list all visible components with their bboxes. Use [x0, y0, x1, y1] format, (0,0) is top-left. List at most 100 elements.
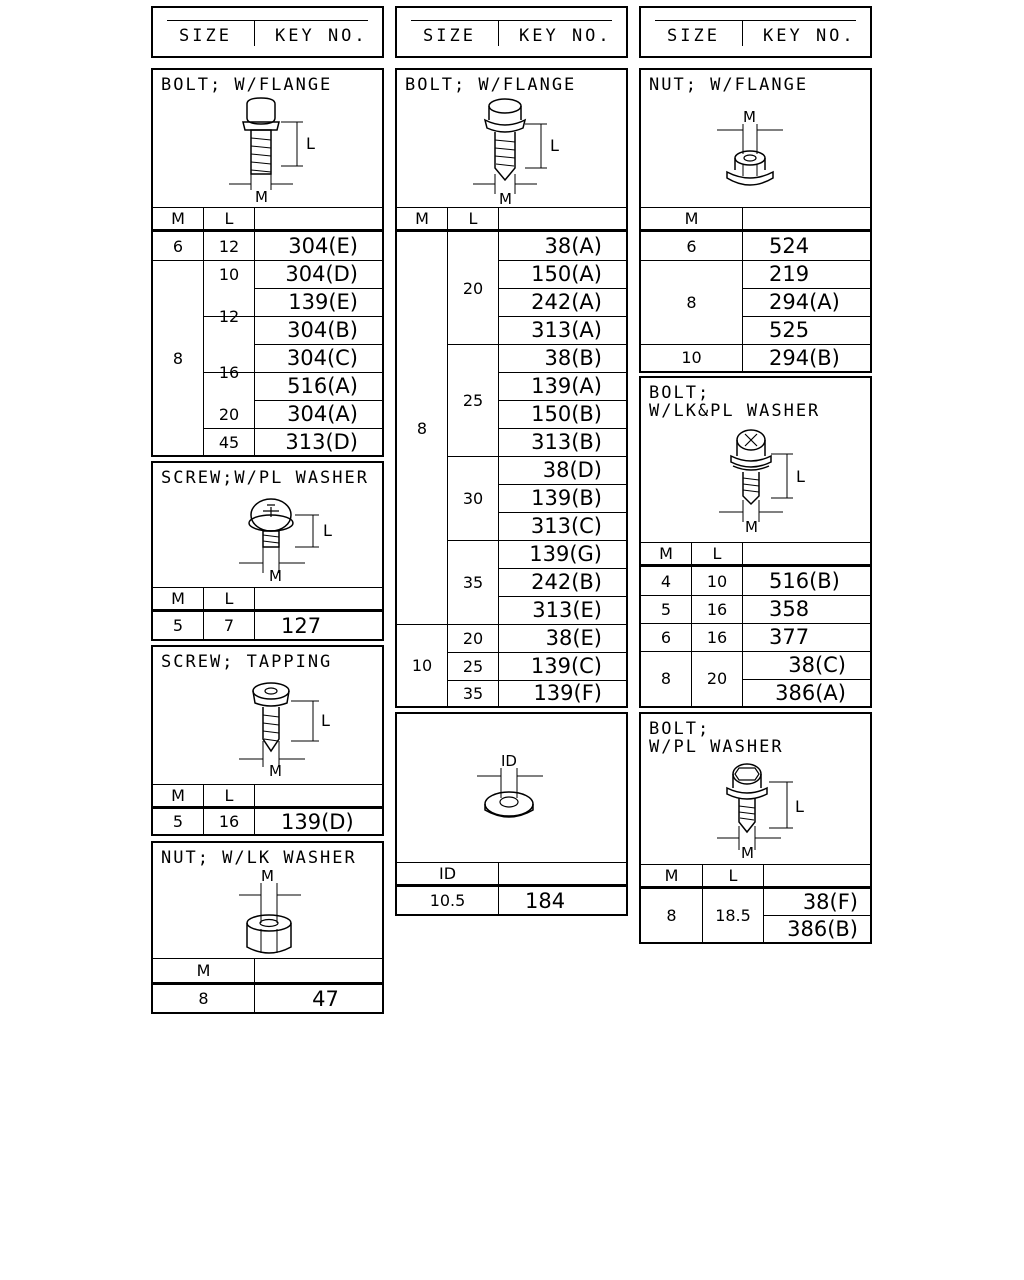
l-cell: 20 — [218, 404, 240, 424]
col-header-l: L — [728, 865, 738, 885]
l-cell: 16 — [218, 812, 240, 831]
m-cell: 5 — [172, 812, 184, 831]
key-cell: 313(E) — [532, 598, 602, 622]
key-cell: 304(B) — [287, 318, 358, 342]
dim-m-label: M — [255, 188, 268, 206]
m-cell: 6 — [172, 236, 184, 256]
panel-title-line2: W/LK&PL WASHER — [649, 401, 821, 421]
col-header-l: L — [712, 543, 722, 563]
dim-l-label: L — [323, 521, 332, 540]
key-cell: 242(A) — [531, 290, 602, 314]
key-cell: 516(A) — [287, 374, 358, 398]
dim-m-label: M — [269, 567, 282, 585]
m-cell: 10 — [411, 655, 433, 675]
col-header-m: M — [196, 960, 211, 980]
l-cell: 35 — [462, 683, 484, 703]
l-cell: 25 — [462, 656, 484, 676]
bolt-flange-panel-b: BOLT; W/FLANGE L M M L 8 20 25 30 35 10 … — [395, 68, 628, 708]
key-cell: 313(D) — [285, 430, 358, 454]
screw-washer-icon: L M — [239, 498, 332, 585]
key-cell: 358 — [769, 597, 810, 621]
col-header-m: M — [684, 208, 699, 228]
dim-l-label: L — [321, 711, 330, 730]
col-header-l: L — [468, 208, 478, 228]
key-cell: 313(A) — [531, 318, 602, 342]
bolt-flange-panel-a: BOLT; W/FLANGE L M M L 6 12 304(E) 8 10 … — [151, 68, 384, 457]
col-header-l: L — [224, 588, 234, 608]
dim-m-label: M — [743, 108, 756, 126]
dim-m-label: M — [745, 518, 758, 536]
flat-washer-icon: ID — [477, 752, 543, 818]
key-cell: 139(F) — [533, 681, 602, 705]
key-cell: 150(A) — [531, 262, 602, 286]
m-cell: 8 — [686, 292, 697, 312]
key-cell: 139(A) — [531, 374, 602, 398]
key-cell: 38(B) — [544, 346, 602, 370]
m-cell: 8 — [666, 906, 677, 925]
dim-m-label: M — [499, 190, 512, 208]
screw-pl-washer-panel: SCREW;W/PL WASHER L M M L 5 7 127 — [151, 461, 384, 641]
l-cell: 30 — [462, 488, 484, 508]
nut-flange-icon: M — [717, 108, 783, 186]
id-cell: 10.5 — [429, 891, 466, 910]
m-cell: 8 — [416, 418, 428, 438]
key-cell: 139(D) — [281, 809, 354, 834]
dim-l-label: L — [306, 134, 315, 153]
panel-title: BOLT; W/FLANGE — [161, 75, 333, 95]
m-cell: 8 — [198, 989, 209, 1008]
washer-panel: ID ID 10.5 184 — [395, 712, 628, 916]
key-cell: 38(F) — [802, 890, 858, 914]
key-cell: 139(E) — [288, 290, 358, 314]
bolt-flange-icon: L M — [229, 97, 315, 206]
l-cell: 16 — [706, 599, 728, 619]
nut-flange-panel: NUT; W/FLANGE M M 6 524 8 219 294(A) 525… — [639, 68, 872, 373]
m-cell: 6 — [686, 236, 697, 256]
col-header-m: M — [171, 208, 185, 228]
key-cell: 386(A) — [775, 680, 846, 705]
bolt-plain-washer-icon: L M — [717, 763, 804, 862]
size-label: SIZE — [179, 26, 232, 46]
m-cell: 8 — [172, 348, 184, 368]
dim-l-label: L — [550, 136, 559, 155]
col-header-l: L — [224, 785, 234, 805]
col-header-m: M — [415, 208, 429, 228]
size-key-header-col3: SIZE KEY NO. — [639, 6, 872, 58]
size-label: SIZE — [423, 26, 476, 46]
key-no-label: KEY NO. — [763, 26, 856, 46]
l-cell: 7 — [223, 616, 235, 635]
key-cell: 139(G) — [529, 542, 602, 566]
key-cell: 47 — [312, 986, 339, 1011]
key-cell: 38(C) — [788, 653, 846, 677]
key-cell: 294(A) — [769, 290, 840, 314]
bolt-lk-pl-washer-panel: BOLT; W/LK&PL WASHER L M M L 4 10 516(B)… — [639, 376, 872, 708]
l-cell: 10 — [706, 571, 728, 591]
key-cell: 38(D) — [542, 458, 602, 482]
bolt-pl-washer-panel: BOLT; W/PL WASHER L M M L 8 18.5 38(F) 3… — [639, 712, 872, 944]
key-cell: 524 — [769, 234, 810, 258]
l-cell: 12 — [218, 236, 240, 256]
key-cell: 386(B) — [787, 916, 858, 941]
panel-title: SCREW; TAPPING — [161, 652, 333, 672]
bolt-lock-plain-washer-icon: L M — [719, 429, 805, 536]
l-cell: 18.5 — [715, 906, 751, 925]
col-header-id: ID — [438, 863, 457, 883]
m-cell: 6 — [660, 627, 672, 647]
l-cell: 20 — [462, 278, 484, 298]
key-cell: 377 — [769, 625, 810, 649]
col-header-l: L — [224, 208, 234, 228]
col-header-m: M — [659, 543, 673, 563]
l-cell: 16 — [218, 362, 240, 382]
col-header-m: M — [171, 588, 185, 608]
l-cell: 35 — [462, 572, 484, 592]
panel-title: NUT; W/LK WASHER — [161, 848, 357, 868]
key-cell: 313(B) — [531, 430, 602, 454]
dim-m-label: M — [741, 844, 754, 862]
panel-title: NUT; W/FLANGE — [649, 75, 809, 95]
m-cell: 5 — [660, 599, 672, 619]
key-no-label: KEY NO. — [275, 26, 368, 46]
l-cell: 25 — [462, 390, 484, 410]
m-cell: 4 — [660, 571, 672, 591]
panel-title: SCREW;W/PL WASHER — [161, 468, 369, 488]
key-cell: 127 — [281, 613, 322, 638]
bolt-flange-icon: L M — [473, 98, 559, 208]
